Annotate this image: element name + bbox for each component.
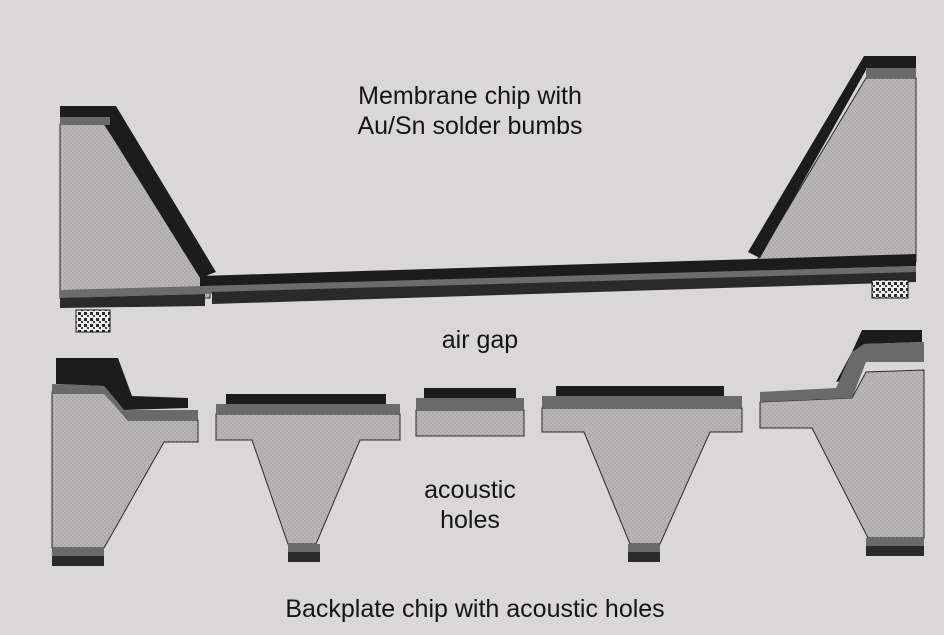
- backplate-left-segment: [51, 358, 199, 566]
- backplate-segment-2: [215, 394, 401, 562]
- membrane-chip-label: Membrane chip with Au/Sn solder bumbs: [300, 81, 640, 141]
- backplate-right-segment: [759, 330, 925, 556]
- backplate-chip-label: Backplate chip with acoustic holes: [285, 595, 665, 623]
- membrane-mid-layer: [60, 266, 916, 298]
- membrane-chip-label-line2: Au/Sn solder bumbs: [357, 112, 583, 140]
- membrane-left-cap: [60, 106, 216, 278]
- membrane-bottom-layer-right: [212, 272, 916, 304]
- acoustic-holes-label-line1: acoustic: [424, 476, 516, 504]
- acoustic-holes-label-line2: holes: [440, 506, 500, 534]
- solder-bump-right: [871, 279, 909, 299]
- membrane-chip: [59, 56, 917, 333]
- membrane-dark-layer: [200, 254, 916, 288]
- solder-bump-left: [75, 309, 111, 333]
- membrane-chip-label-line1: Membrane chip with: [358, 82, 582, 110]
- membrane-bottom-layer: [60, 294, 205, 308]
- backplate-segment-4: [541, 386, 743, 562]
- membrane-right-cap: [748, 56, 916, 258]
- backplate-chip: [51, 330, 925, 566]
- backplate-segment-3: [415, 388, 525, 437]
- air-gap-label: air gap: [441, 326, 519, 354]
- acoustic-holes-label: acoustic holes: [370, 475, 570, 535]
